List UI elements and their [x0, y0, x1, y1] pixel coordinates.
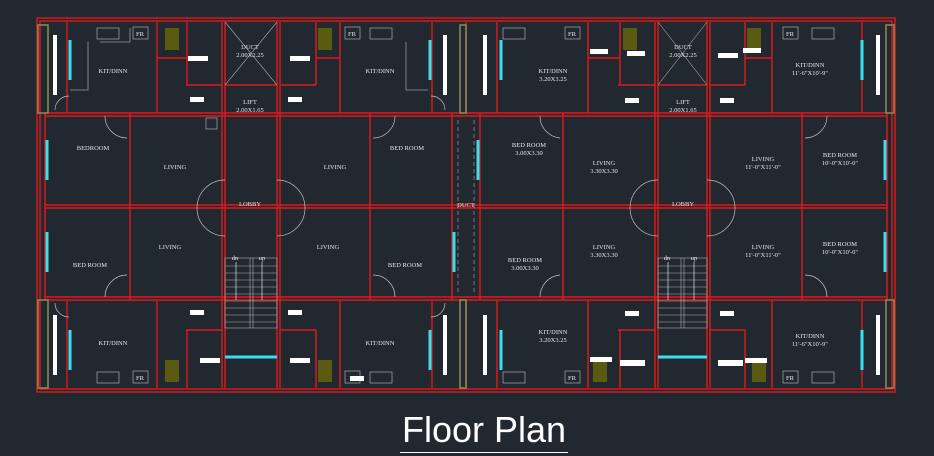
- room-size: 2.00X2.25: [669, 52, 696, 59]
- fridge-label: FR: [136, 31, 145, 38]
- room-size: 3.20X3.25: [539, 76, 566, 83]
- stair-up-label: up: [691, 255, 698, 262]
- room-size: 3.00X3.30: [515, 150, 542, 157]
- room-label: LIFT: [676, 99, 690, 106]
- room-size: 10'-0"X10'-0": [822, 249, 859, 256]
- fridge-label: FR: [136, 375, 145, 382]
- room-label: KIT/DINN: [796, 62, 825, 69]
- room-size: 2.00X1.65: [236, 107, 263, 114]
- room-size: 3.30X3.30: [590, 252, 617, 259]
- doors: [54, 95, 828, 318]
- windows: [45, 40, 887, 370]
- room-size: 2.00X2.25: [236, 52, 263, 59]
- room-size: 3.00X3.30: [511, 265, 538, 272]
- room-label: DUCT: [674, 44, 692, 51]
- room-label: BED ROOM: [390, 145, 424, 152]
- room-size: 11'-6"X10'-9": [792, 70, 828, 77]
- room-label: DUCT: [457, 202, 475, 209]
- room-size: 10'-0"X10'-0": [822, 160, 859, 167]
- room-label: BED ROOM: [823, 152, 857, 159]
- drawing-title: Floor Plan: [400, 410, 569, 453]
- room-label: BED ROOM: [388, 262, 422, 269]
- annotation-blocks: [53, 35, 880, 381]
- room-label: BED ROOM: [823, 241, 857, 248]
- room-label: KIT/DINN: [99, 340, 128, 347]
- stair-up-label: up: [259, 255, 266, 262]
- room-label: LIFT: [243, 99, 257, 106]
- room-label: LIVING: [317, 244, 340, 251]
- room-label: LOBBY: [672, 201, 694, 208]
- room-label: DUCT: [241, 44, 259, 51]
- fridge-label: FR: [568, 375, 577, 382]
- fridge-label: FR: [786, 31, 795, 38]
- room-label: KIT/DINN: [366, 68, 395, 75]
- room-label: LIVING: [164, 164, 187, 171]
- room-label: BED ROOM: [512, 142, 546, 149]
- stair-down-label: dn: [664, 255, 671, 262]
- kitchen-fixtures: [70, 26, 835, 384]
- room-label: KIT/DINN: [366, 340, 395, 347]
- room-size: 3.20X3.25: [539, 337, 566, 344]
- room-label: KIT/DINN: [796, 333, 825, 340]
- room-size: 11'-0"X11'-0": [745, 164, 781, 171]
- room-label: LIVING: [159, 244, 182, 251]
- room-label: BEDROOM: [77, 145, 110, 152]
- room-label: BED ROOM: [73, 262, 107, 269]
- room-label: LIVING: [593, 244, 616, 251]
- fridge-label: FR: [348, 31, 357, 38]
- room-label: LIVING: [593, 160, 616, 167]
- room-labels: KIT/DINN DUCT 2.00X2.25 LIFT 2.00X1.65 K…: [73, 31, 858, 382]
- stair-down-label: dn: [232, 255, 239, 262]
- fridge-label: FR: [568, 31, 577, 38]
- room-label: LIVING: [752, 156, 775, 163]
- room-size: 3.30X3.30: [590, 168, 617, 175]
- balconies: [37, 24, 895, 389]
- duct-shafts: [224, 21, 708, 295]
- room-label: KIT/DINN: [539, 68, 568, 75]
- room-size: 11'-6"X10'-9": [792, 341, 828, 348]
- room-label: KIT/DINN: [99, 68, 128, 75]
- room-label: KIT/DINN: [539, 329, 568, 336]
- room-label: LIVING: [752, 244, 775, 251]
- fridge-label: FR: [786, 375, 795, 382]
- room-label: LOBBY: [239, 201, 261, 208]
- room-size: 2.00X1.65: [669, 107, 696, 114]
- staircase[interactable]: [224, 257, 708, 329]
- room-label: LIVING: [324, 164, 347, 171]
- room-size: 11'-0"X11'-0": [745, 252, 781, 259]
- room-label: BED ROOM: [508, 257, 542, 264]
